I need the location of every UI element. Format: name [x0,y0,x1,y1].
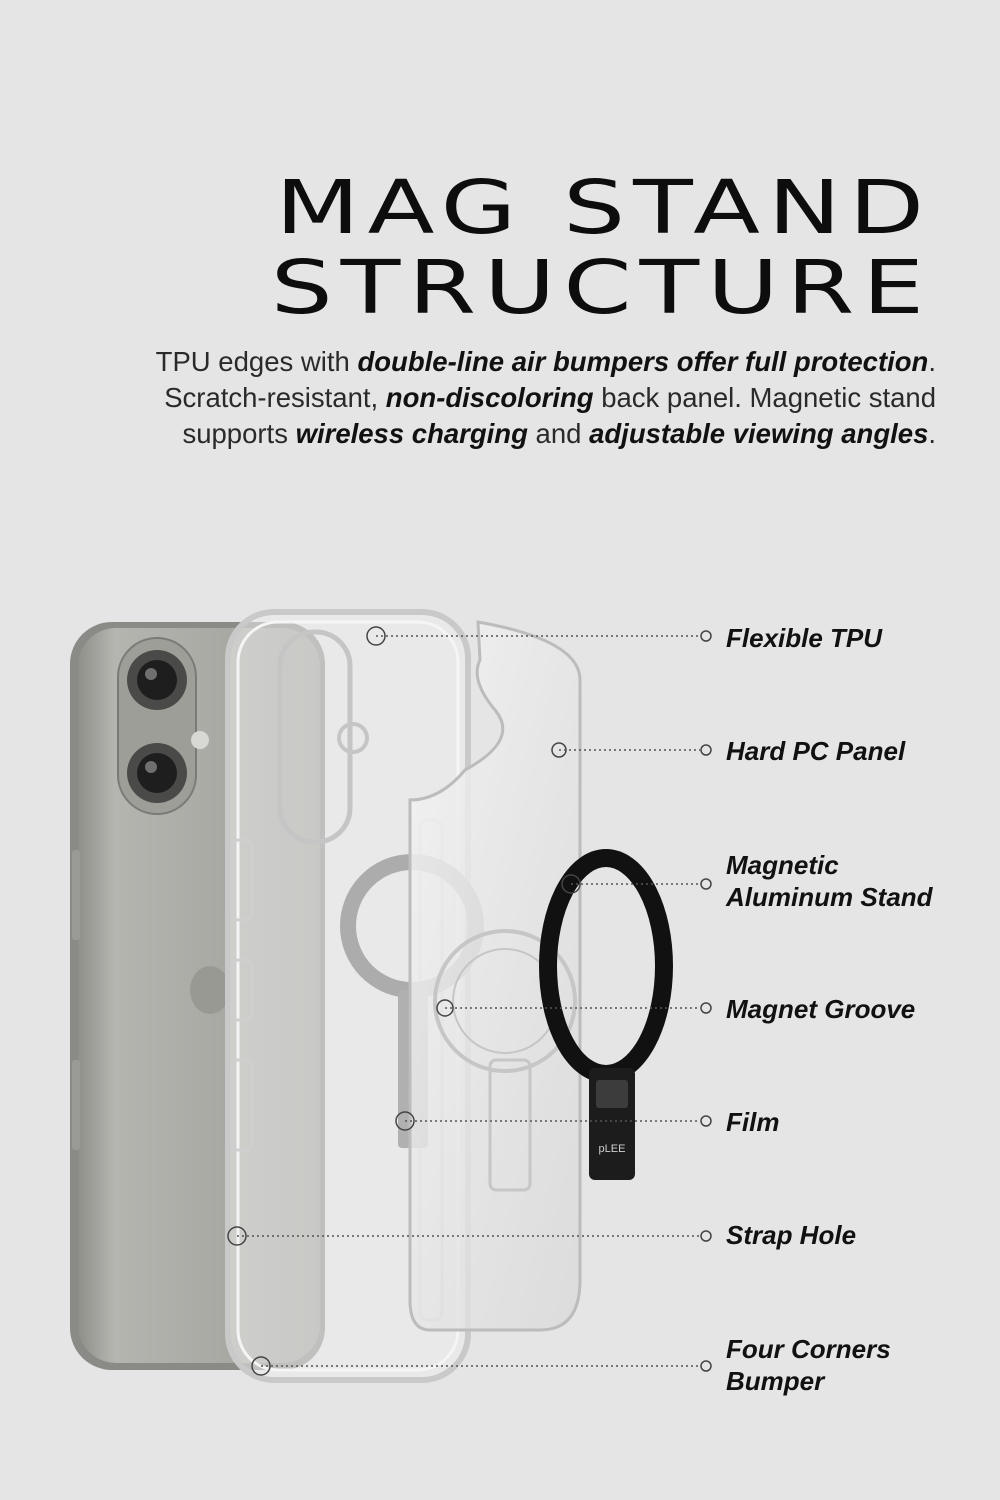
label-four-corners-line-2: Bumper [726,1366,825,1396]
desc-highlight: non-discoloring [385,382,594,413]
label-hard-pc-panel: Hard PC Panel [726,736,906,766]
desc-text: Scratch-resistant, [164,382,386,413]
exploded-illustration: pLEE [70,609,712,1383]
product-description: TPU edges with double-line air bumpers o… [36,344,936,452]
label-four-corners-line-1: Four Corners [726,1334,891,1364]
desc-text: TPU edges with [155,346,358,377]
label-magnetic-stand-line-1: Magnetic [726,850,839,880]
title-line-2: STRUCTURE [270,245,932,331]
desc-text: . [928,346,936,377]
label-magnetic-stand-line-2: Aluminum Stand [726,882,933,912]
label-magnetic-stand: Magnetic Aluminum Stand [726,849,933,913]
label-four-corners-bumper: Four Corners Bumper [726,1333,891,1397]
stand-logo: pLEE [599,1143,626,1155]
desc-text: and [527,418,590,449]
page-title: MAG STAND STRUCTURE [271,168,932,328]
desc-text: supports [182,418,296,449]
desc-highlight: adjustable viewing angles [589,418,929,449]
label-flexible-tpu: Flexible TPU [726,623,883,653]
apple-logo-icon [190,966,230,1014]
magnetic-stand: pLEE [539,849,673,1180]
title-line-1: MAG STAND [275,165,932,251]
description-line-1: TPU edges with double-line air bumpers o… [36,344,936,380]
desc-text: back panel. Magnetic stand [593,382,936,413]
label-film: Film [726,1107,780,1137]
label-strap-hole: Strap Hole [726,1220,857,1250]
camera-icon [117,637,209,815]
label-magnet-groove: Magnet Groove [726,994,916,1024]
desc-text: . [928,418,936,449]
description-line-2: Scratch-resistant, non-discoloring back … [36,380,936,416]
desc-highlight: wireless charging [295,418,528,449]
description-line-3: supports wireless charging and adjustabl… [36,416,936,452]
leader-markers [227,626,712,1376]
hard-pc-panel [408,620,582,1332]
leader-lines [237,635,700,1367]
product-exploded-view: pLEE [0,560,1000,1500]
desc-highlight: double-line air bumpers offer full prote… [357,346,929,377]
